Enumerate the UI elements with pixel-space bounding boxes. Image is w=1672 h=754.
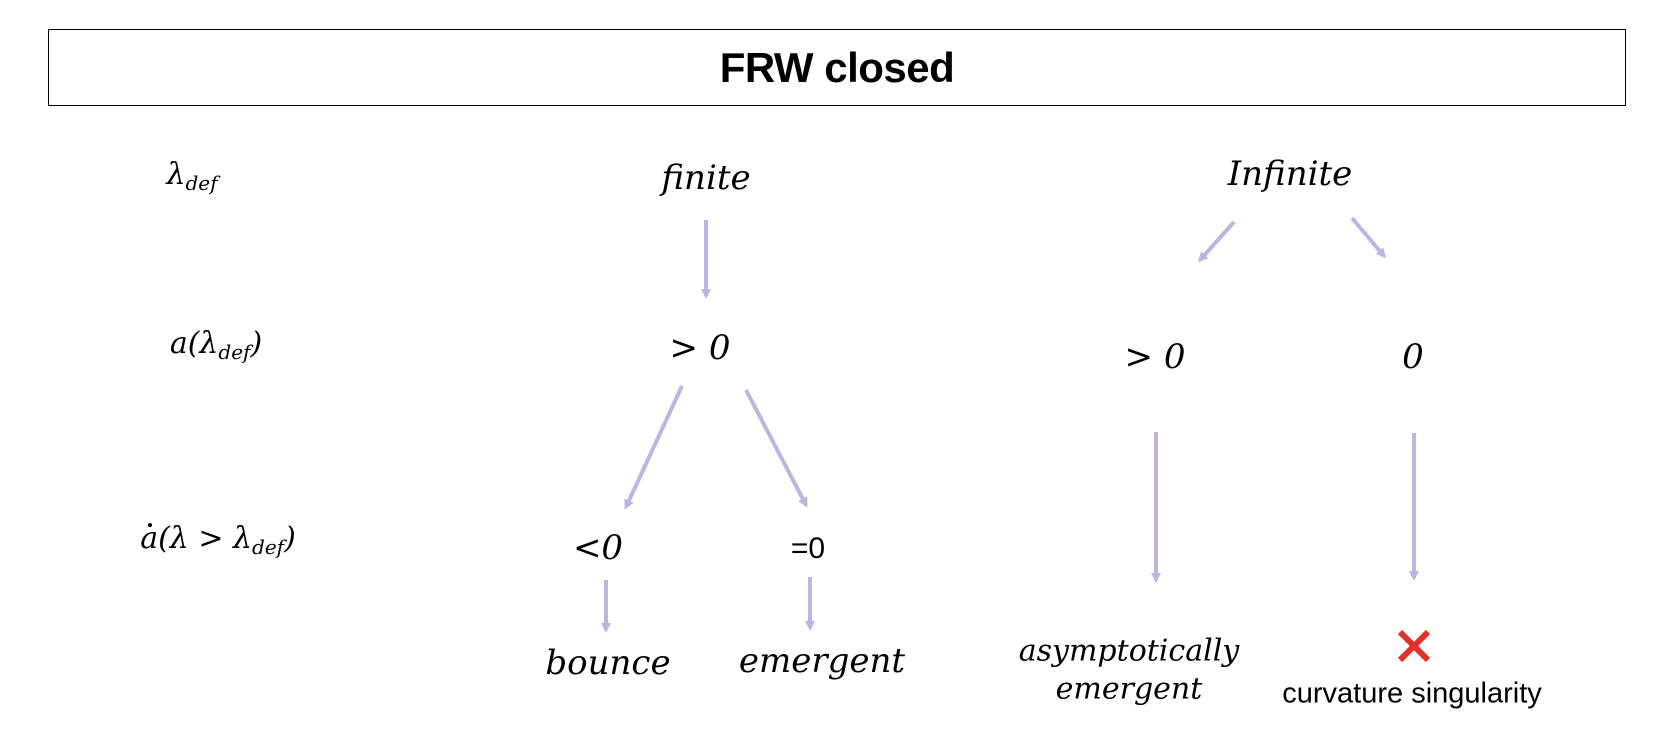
asymptotic-line-2: emergent	[1055, 671, 1203, 706]
arrow-gt0-to-eq0	[744, 389, 808, 508]
outcome-curvature-singularity: curvature singularity	[1282, 677, 1542, 710]
outcome-bounce: bounce	[545, 642, 671, 683]
arrow-infinite-to-right	[1350, 216, 1386, 259]
arrow-gt0-to-lt0	[624, 385, 684, 510]
a-dot-symbol: a	[140, 521, 159, 556]
node-eq0: =0	[790, 532, 826, 565]
adot-middle: (λ > λ	[158, 521, 253, 556]
a-lambda-prefix: a(λ	[169, 326, 219, 361]
a-lambda-suffix: )	[250, 326, 263, 361]
lambda-subscript: def	[185, 171, 218, 195]
asymptotic-line-1: asymptotically	[1018, 633, 1240, 669]
arrow-infinite-to-left	[1197, 220, 1236, 263]
row-label-lambda-def: λdef	[166, 157, 217, 195]
row-label-a-lambda: a(λdef)	[170, 326, 262, 364]
node-infinite-gt0: > 0	[1124, 337, 1186, 377]
node-infinite: Infinite	[1227, 154, 1353, 194]
node-lt0: <0	[572, 528, 624, 568]
node-finite-gt0: > 0	[669, 328, 731, 368]
cross-icon	[1397, 629, 1431, 663]
outcome-asymptotically-emergent: asymptotically emergent	[1019, 633, 1239, 708]
title-box: FRW closed	[48, 29, 1626, 106]
adot-subscript: def	[252, 535, 285, 559]
row-label-adot: a(λ > λdef)	[140, 521, 296, 559]
node-finite: finite	[661, 158, 751, 198]
adot-suffix: )	[284, 521, 296, 556]
a-lambda-subscript: def	[218, 340, 251, 364]
diagram-title: FRW closed	[719, 43, 955, 91]
lambda-symbol: λ	[166, 157, 186, 192]
outcome-emergent: emergent	[738, 640, 906, 681]
node-infinite-zero: 0	[1402, 337, 1424, 377]
